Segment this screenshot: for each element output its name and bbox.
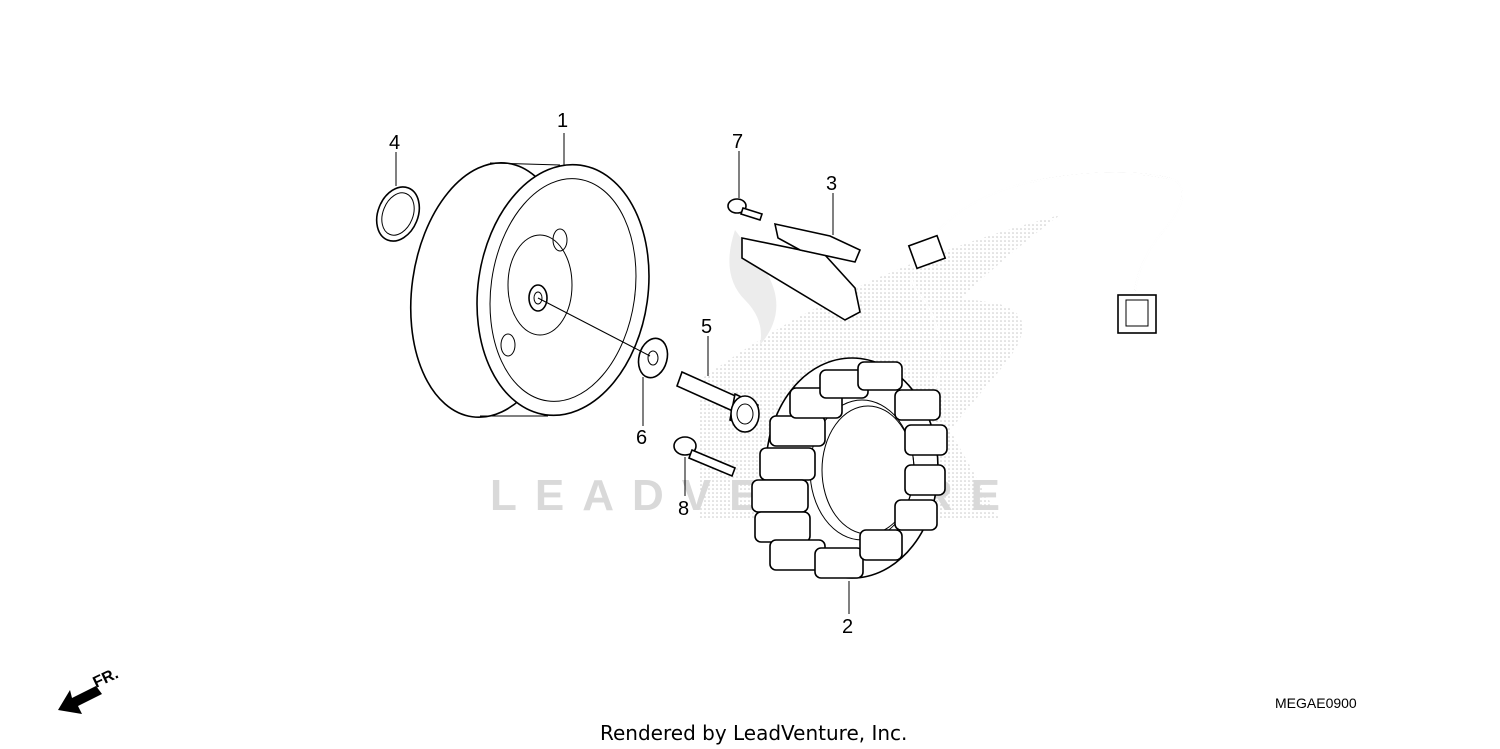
connector-plug — [1117, 294, 1157, 334]
callout-5[interactable]: 5 — [701, 316, 712, 338]
credit-text: Rendered by LeadVenture, Inc. — [600, 721, 907, 745]
wire-harness — [907, 171, 1184, 391]
stator-part[interactable] — [751, 357, 948, 579]
front-direction-indicator: FR. — [58, 665, 121, 714]
front-arrow-icon — [58, 686, 102, 714]
washer-part[interactable] — [634, 335, 671, 381]
stator-bolt-part[interactable] — [673, 436, 737, 478]
callout-8[interactable]: 8 — [678, 498, 689, 520]
callout-2[interactable]: 2 — [842, 616, 853, 638]
callout-4[interactable]: 4 — [389, 132, 400, 154]
leader-lines — [395, 133, 850, 614]
o-ring-part[interactable] — [369, 181, 427, 248]
flywheel-part[interactable] — [395, 152, 665, 427]
wire-clamp-part[interactable] — [741, 222, 862, 321]
callout-6[interactable]: 6 — [636, 427, 647, 449]
flywheel-bolt-part[interactable] — [675, 370, 760, 433]
small-screw-part[interactable] — [727, 198, 764, 221]
front-label: FR. — [91, 665, 122, 691]
callout-7[interactable]: 7 — [732, 131, 743, 153]
diagram-code: MEGAE0900 — [1275, 695, 1357, 711]
callout-labels: 1 2 3 4 5 6 7 8 — [389, 110, 853, 638]
callout-1[interactable]: 1 — [557, 110, 568, 132]
callout-3[interactable]: 3 — [826, 173, 837, 195]
